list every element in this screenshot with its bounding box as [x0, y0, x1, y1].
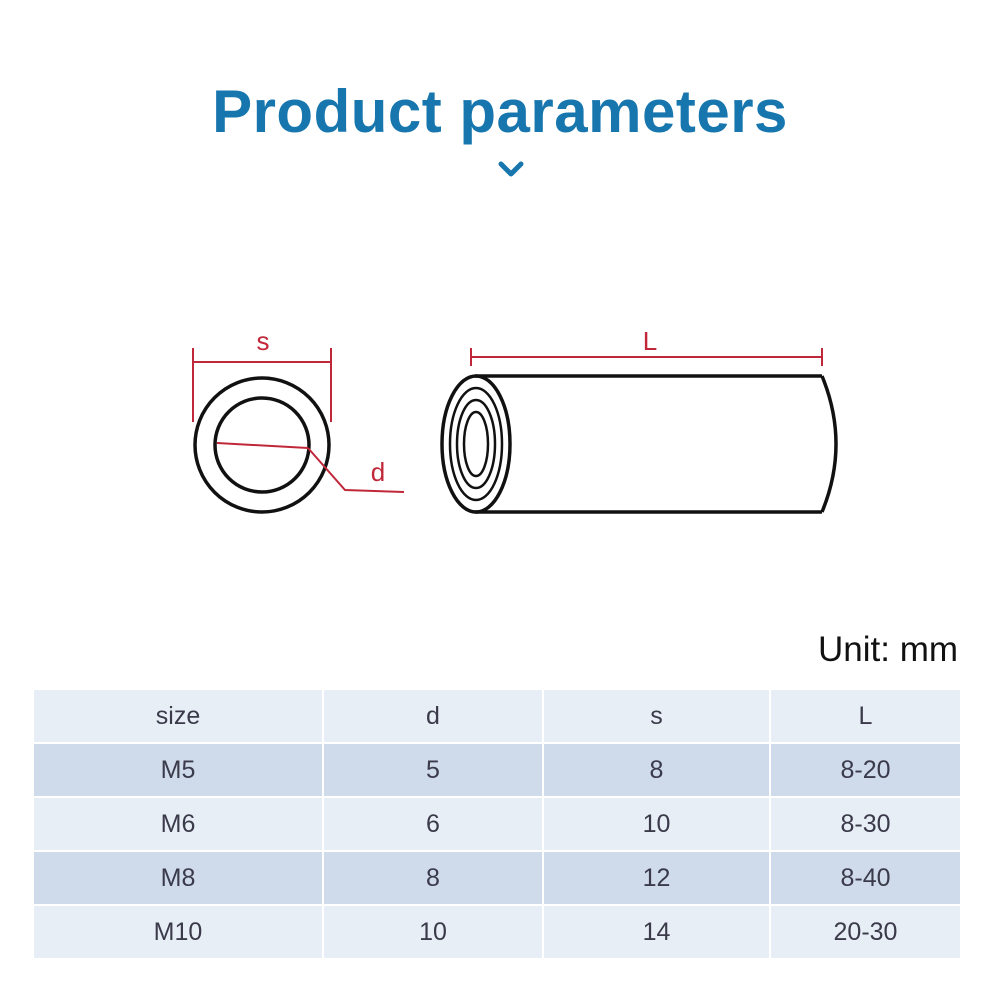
d-label: d: [371, 457, 385, 487]
table-cell: 10: [543, 797, 771, 852]
column-header-d: d: [323, 690, 544, 744]
L-dimension: [470, 348, 823, 366]
table-row: M8 8 12 8-40: [34, 851, 960, 906]
unit-label: Unit: mm: [818, 630, 958, 669]
table-cell: 8-30: [770, 797, 960, 852]
table-row: M6 6 10 8-30: [34, 797, 960, 852]
L-label: L: [643, 326, 657, 356]
table-header-row: size d s L: [34, 690, 960, 744]
outer-diameter-circle: [193, 376, 331, 514]
table-cell: 5: [323, 743, 544, 798]
coupling-nut-diagram: s d L: [192, 326, 838, 514]
table-cell: 8: [323, 851, 544, 906]
table-cell: 12: [543, 851, 771, 906]
table-row: M10 10 14 20-30: [34, 905, 960, 960]
parameters-table: size d s L M5 5 8 8-20 M6 6 10 8-30 M8 8…: [34, 690, 960, 960]
table-cell: M10: [34, 905, 324, 960]
table-cell: 8-40: [770, 851, 960, 906]
table-cell: 14: [543, 905, 771, 960]
table-cell: 8: [543, 743, 771, 798]
d-dimension: [216, 442, 405, 493]
chevron-down-icon: [498, 161, 524, 177]
end-view: [193, 376, 331, 514]
column-header-L: L: [770, 690, 960, 744]
table-cell: M5: [34, 743, 324, 798]
side-view: [440, 374, 838, 514]
table-cell: M6: [34, 797, 324, 852]
column-header-s: s: [543, 690, 771, 744]
s-label: s: [257, 326, 270, 356]
page-title: Product parameters: [212, 78, 788, 145]
table-cell: 8-20: [770, 743, 960, 798]
table-row: M5 5 8 8-20: [34, 743, 960, 798]
s-dimension: [192, 348, 332, 422]
column-header-size: size: [34, 690, 324, 744]
table-cell: 10: [323, 905, 544, 960]
table-cell: 20-30: [770, 905, 960, 960]
inner-diameter-circle: [213, 396, 311, 494]
table-cell: 6: [323, 797, 544, 852]
table-cell: M8: [34, 851, 324, 906]
